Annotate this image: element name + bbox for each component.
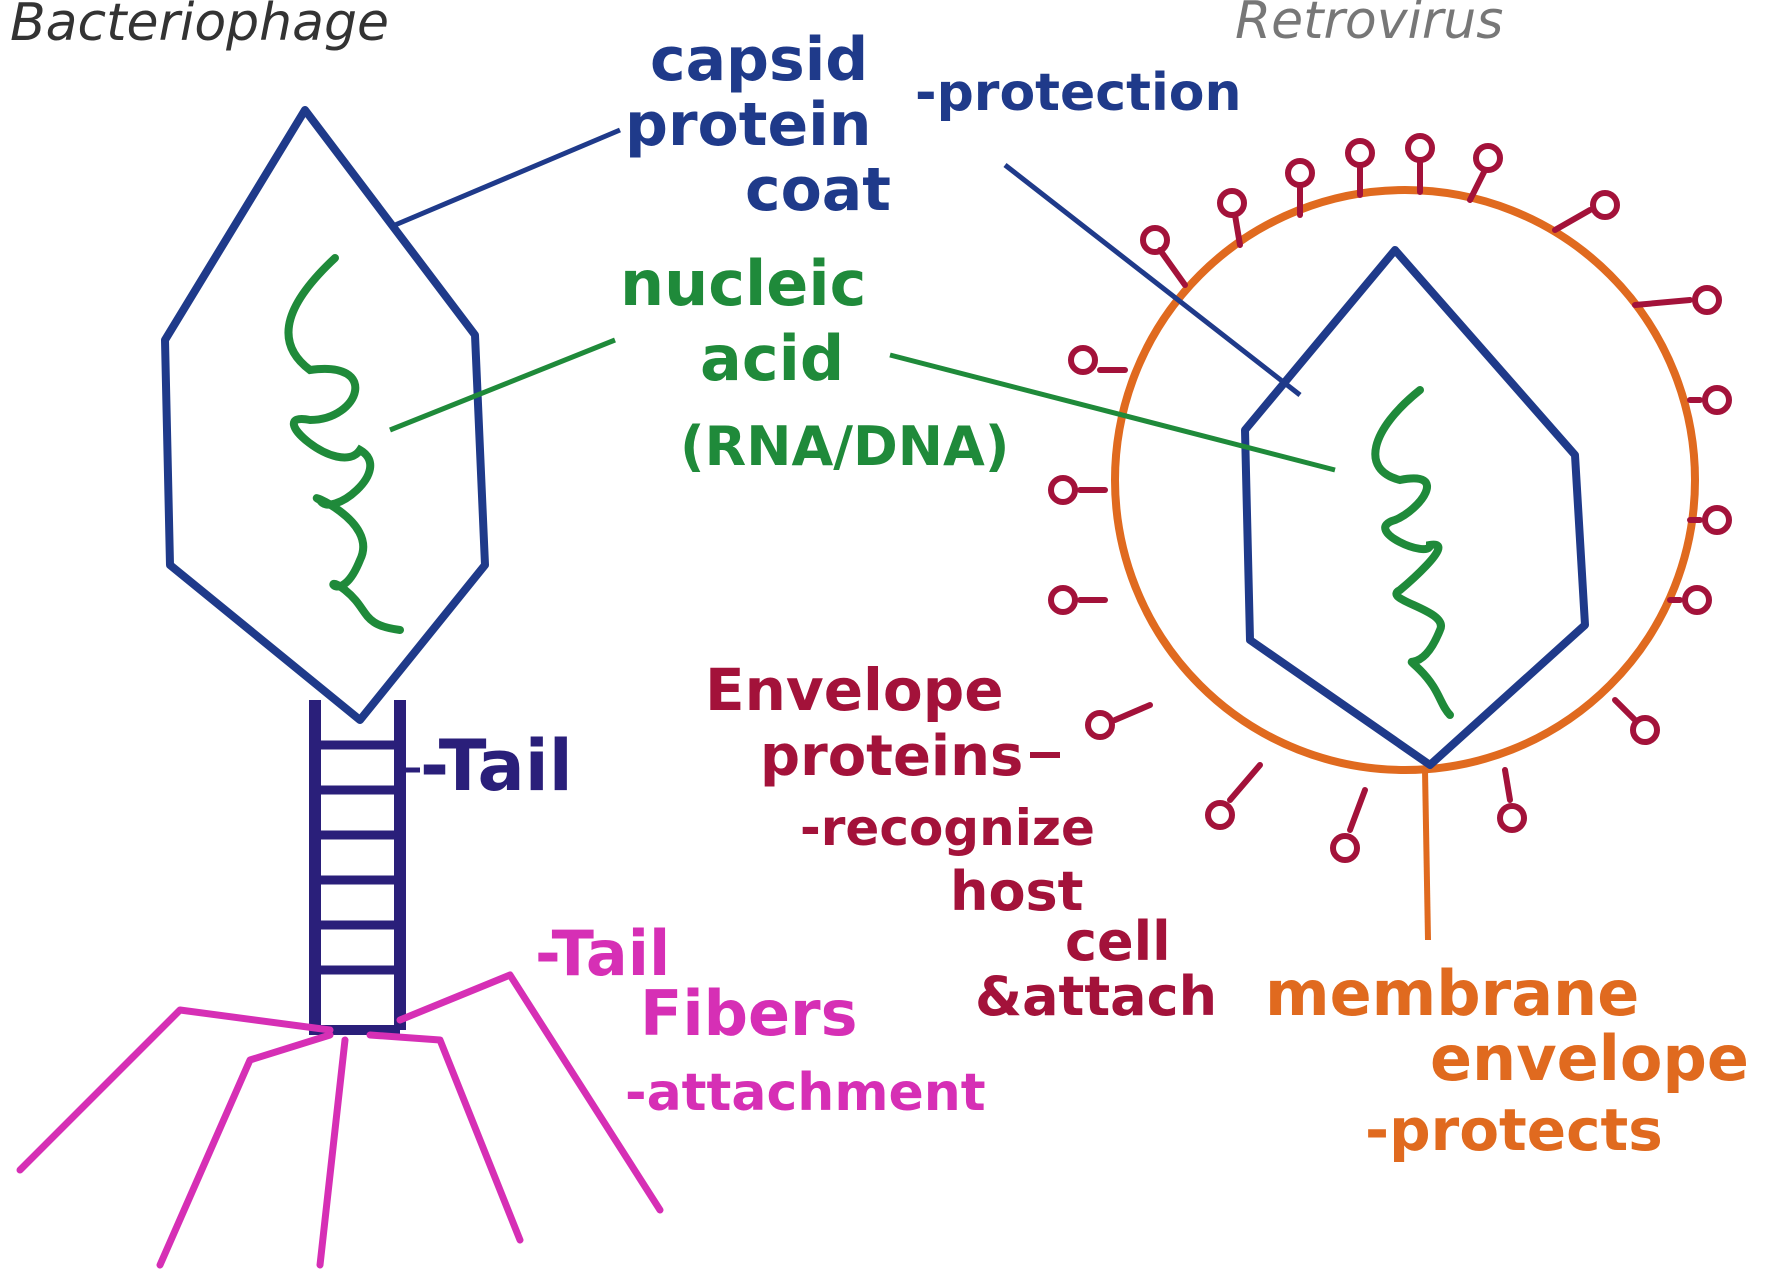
envelope-label-line3: -recognize bbox=[800, 799, 1095, 857]
tail-fibers-line2: Fibers bbox=[640, 977, 858, 1050]
capsid-label-line3: coat bbox=[745, 155, 891, 225]
tail-fibers-label: -Tail Fibers -attachment bbox=[535, 917, 986, 1123]
nucleic-leader-left bbox=[390, 340, 615, 430]
membrane-label-line2: envelope bbox=[1430, 1022, 1749, 1095]
membrane-leader bbox=[1425, 770, 1428, 940]
envelope-label-line1: Envelope bbox=[705, 656, 1004, 724]
envelope-label-line5: cell bbox=[1065, 910, 1171, 973]
phage-tail-fibers bbox=[20, 975, 660, 1265]
phage-tail bbox=[315, 700, 400, 1035]
tail-fibers-line3: -attachment bbox=[625, 1063, 986, 1123]
tail-label: -Tail bbox=[420, 725, 573, 807]
envelope-proteins bbox=[1051, 136, 1729, 860]
membrane-label-line3: -protects bbox=[1365, 1096, 1663, 1164]
capsid-label-line2: protein bbox=[625, 90, 871, 160]
envelope-label-line4: host bbox=[950, 860, 1084, 923]
envelope-label-line2: proteins bbox=[760, 724, 1023, 789]
capsid-label-line1: capsid bbox=[650, 25, 868, 95]
phage-nucleic-acid bbox=[288, 258, 400, 630]
capsid-label: capsid protein coat bbox=[625, 25, 891, 225]
nucleic-acid-label: nucleic acid (RNA/DNA) bbox=[620, 247, 1009, 478]
retrovirus-title: Retrovirus bbox=[1235, 0, 1503, 51]
capsid-leader-right bbox=[1005, 165, 1300, 395]
capsid-function-label: -protection bbox=[915, 63, 1242, 123]
nucleic-label-line2: acid bbox=[700, 322, 844, 395]
nucleic-label-line3: (RNA/DNA) bbox=[680, 415, 1009, 478]
envelope-label-line6: &attach bbox=[975, 965, 1217, 1028]
nucleic-label-line1: nucleic bbox=[620, 247, 866, 320]
membrane-envelope-label: membrane envelope -protects bbox=[1265, 957, 1749, 1164]
membrane-label-line1: membrane bbox=[1265, 957, 1639, 1030]
retrovirus-nucleic-acid bbox=[1375, 390, 1450, 715]
bacteriophage-title: Bacteriophage bbox=[10, 0, 389, 53]
capsid-leader-left bbox=[395, 130, 620, 225]
